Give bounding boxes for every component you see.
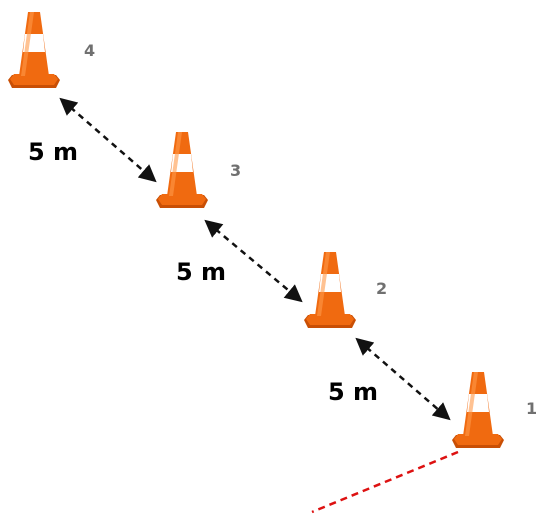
cone-4 [8,12,60,88]
distance-arrow-3-2 [204,219,303,303]
distance-label-3-2: 5 m [176,258,226,286]
distance-arrow-4-3 [59,97,157,183]
start-line [311,450,459,514]
distance-label-4-3: 5 m [28,138,78,166]
cone-number-4: 4 [84,41,95,60]
cone-number-1: 1 [526,399,536,418]
cone-3 [156,132,208,208]
distance-label-2-1: 5 m [328,378,378,406]
distance-arrow-2-1 [355,337,451,421]
cone-2 [304,252,356,328]
cone-1 [452,372,504,448]
cone-number-2: 2 [376,279,387,298]
cone-number-3: 3 [230,161,241,180]
